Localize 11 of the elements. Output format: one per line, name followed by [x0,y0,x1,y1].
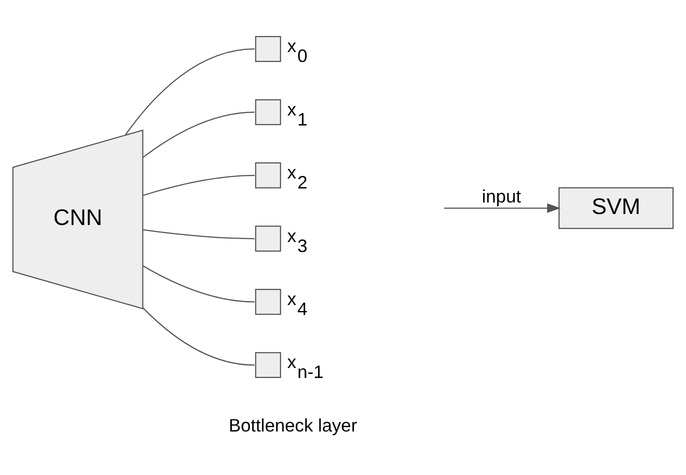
connector [142,265,255,302]
connector [124,48,255,136]
connector [142,308,255,366]
connector [142,229,255,240]
node-box: CNN [12,130,144,310]
connector [142,112,255,158]
node-box: SVM [558,187,674,230]
edge-label: input [482,186,522,206]
arrow [444,203,561,213]
label: Bottleneck layer [228,415,358,436]
connector [142,174,255,196]
